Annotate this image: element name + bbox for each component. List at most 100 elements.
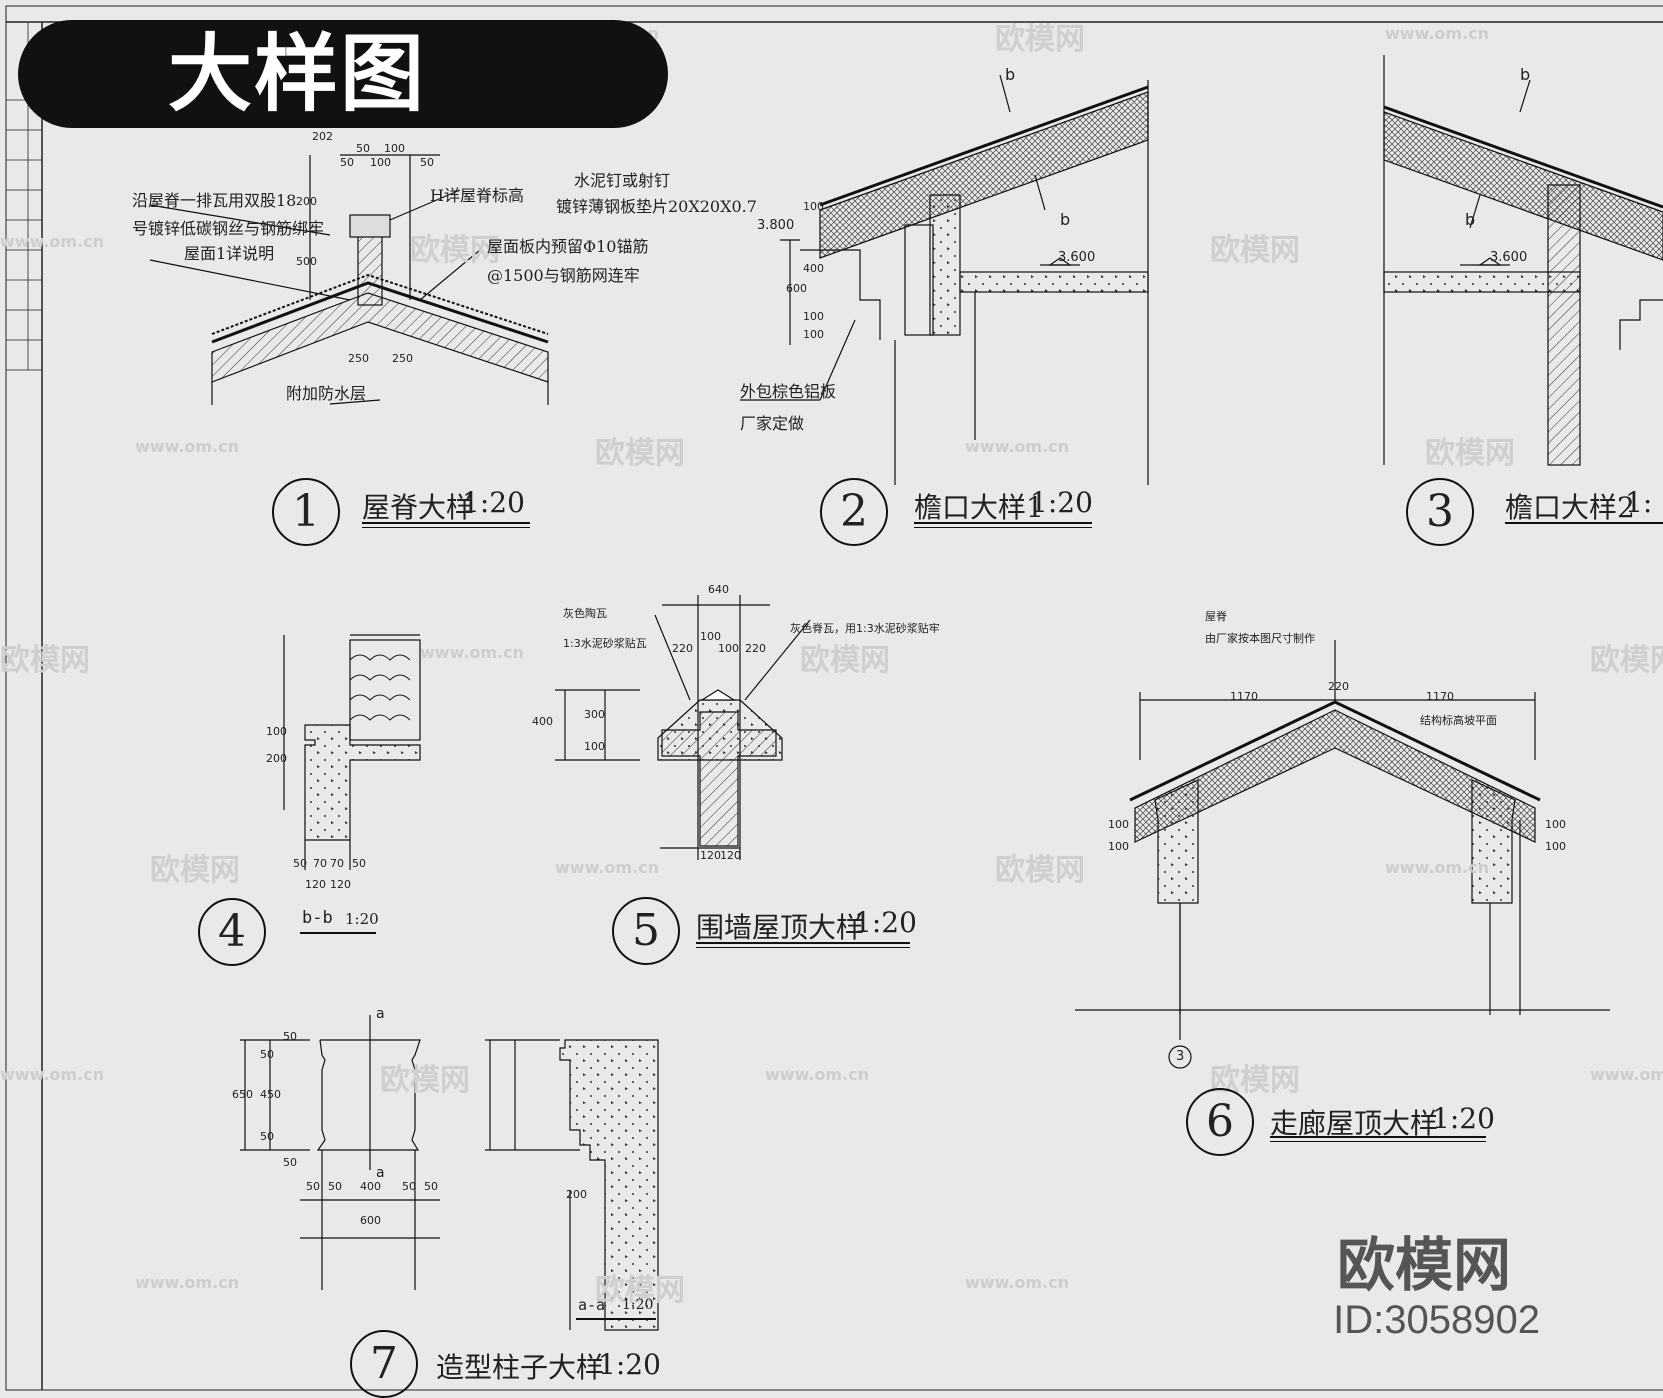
detail-scale-7: 1:20 bbox=[598, 1348, 661, 1381]
section-mark: b bbox=[1465, 210, 1476, 229]
dimension: 200 bbox=[266, 752, 287, 765]
dimension: 600 bbox=[360, 1214, 381, 1227]
dimension: 400 bbox=[360, 1180, 381, 1193]
dimension: 640 bbox=[708, 583, 729, 596]
dimension: 100 bbox=[384, 142, 405, 155]
brand-logo: 欧模网 bbox=[1336, 1231, 1511, 1299]
watermark-url: www.om.cn bbox=[0, 232, 105, 251]
watermark-brand: 欧模网 bbox=[1590, 643, 1663, 678]
detail-title-4: b-b bbox=[302, 908, 333, 928]
note: 号镀锌低碳钢丝与钢筋绑牢 bbox=[132, 219, 325, 238]
detail-scale-5: 1:20 bbox=[854, 906, 917, 939]
dimension: 1170 bbox=[1230, 690, 1258, 703]
note: 由厂家按本图尺寸制作 bbox=[1205, 632, 1315, 645]
watermark-brand: 欧模网 bbox=[1210, 233, 1300, 268]
detail-number-3: 3 bbox=[1406, 478, 1474, 546]
elevation: 3.600 bbox=[1058, 250, 1096, 265]
detail-scale-4: 1:20 bbox=[345, 910, 379, 928]
dimension: 100 bbox=[1545, 840, 1566, 853]
dimension: 120 bbox=[305, 878, 326, 891]
note: 屋脊 bbox=[1205, 610, 1227, 623]
dimension: 70 bbox=[330, 857, 344, 870]
watermark-url: www.om.cn bbox=[135, 437, 240, 456]
dimension: 50 bbox=[283, 1156, 297, 1169]
watermark-url: www.om.cn bbox=[1385, 24, 1490, 43]
dimension: 50 bbox=[260, 1048, 274, 1061]
dimension: 100 bbox=[803, 200, 824, 213]
dimension: 100 bbox=[718, 642, 739, 655]
dimension: 50 bbox=[306, 1180, 320, 1193]
dimension: 220 bbox=[1328, 680, 1349, 693]
note: 厂家定做 bbox=[740, 414, 805, 433]
title-underline bbox=[696, 942, 910, 944]
note: 灰色陶瓦 bbox=[563, 607, 607, 620]
watermark-url: www.om.cn bbox=[0, 1065, 105, 1084]
detail-number-1: 1 bbox=[272, 478, 340, 546]
detail-scale-2: 1:20 bbox=[1030, 486, 1093, 519]
watermark-url: www.om.cn bbox=[555, 858, 660, 877]
dimension: 120 bbox=[330, 878, 351, 891]
detail-number-7: 7 bbox=[350, 1330, 418, 1398]
dimension: 500 bbox=[296, 255, 317, 268]
title-underline bbox=[1270, 1141, 1486, 1142]
dimension: 100 bbox=[803, 328, 824, 341]
dimension: 50 bbox=[352, 857, 366, 870]
title-underline bbox=[696, 947, 910, 948]
watermark-brand: 欧模网 bbox=[800, 643, 890, 678]
dimension: 220 bbox=[745, 642, 766, 655]
note: 灰色脊瓦，用1:3水泥砂浆贴牢 bbox=[790, 622, 940, 635]
dimension: 250 bbox=[348, 352, 369, 365]
note: 结构标高坡平面 bbox=[1420, 714, 1497, 727]
dimension: 50 bbox=[356, 142, 370, 155]
dimension: 70 bbox=[313, 857, 327, 870]
detail-title-aa: a-a bbox=[578, 1296, 606, 1314]
note: 外包棕色铝板 bbox=[740, 382, 837, 401]
dimension: 50 bbox=[260, 1130, 274, 1143]
note: 附加防水层 bbox=[286, 384, 367, 403]
dimension: 100 bbox=[266, 725, 287, 738]
dimension: 50 bbox=[420, 156, 434, 169]
dimension: 50 bbox=[424, 1180, 438, 1193]
title-underline bbox=[362, 522, 530, 524]
dimension: 50 bbox=[328, 1180, 342, 1193]
section-mark: a bbox=[376, 1006, 385, 1022]
title-underline bbox=[576, 1318, 656, 1320]
dimension: 120 bbox=[700, 849, 721, 862]
watermark-brand: 欧模网 bbox=[995, 22, 1085, 57]
watermark-brand: 欧模网 bbox=[995, 853, 1085, 888]
watermark-url: www.om.cn bbox=[965, 437, 1070, 456]
dimension: 100 bbox=[1108, 840, 1129, 853]
note: 屋面板内预留Φ10锚筋 bbox=[487, 237, 649, 256]
detail-scale-6: 1:20 bbox=[1432, 1102, 1495, 1135]
dimension: 100 bbox=[1108, 818, 1129, 831]
dimension: 120 bbox=[720, 849, 741, 862]
note: 镀锌薄钢板垫片20X20X0.7 bbox=[556, 197, 757, 216]
reference-mark: 3 bbox=[1176, 1049, 1185, 1064]
detail-title-5: 围墙屋顶大样 bbox=[696, 911, 865, 944]
note: @1500与钢筋网连牢 bbox=[487, 266, 640, 285]
watermark-brand: 欧模网 bbox=[1425, 436, 1515, 471]
detail-scale-3: 1: bbox=[1625, 486, 1653, 519]
detail-scale-1: 1:20 bbox=[462, 486, 525, 519]
dimension: 100 bbox=[700, 630, 721, 643]
note: 沿屋脊一排瓦用双股18 bbox=[132, 191, 297, 210]
section-mark: b bbox=[1520, 65, 1531, 84]
dimension: 400 bbox=[803, 262, 824, 275]
title-underline bbox=[1270, 1136, 1486, 1138]
dimension: 100 bbox=[1545, 818, 1566, 831]
title-underline bbox=[914, 522, 1092, 524]
detail-title-3: 檐口大样2 bbox=[1505, 491, 1635, 524]
watermark-url: www.om.cn bbox=[135, 1273, 240, 1292]
dimension: 400 bbox=[532, 715, 553, 728]
watermark-brand: 欧模网 bbox=[150, 853, 240, 888]
detail-number-5: 5 bbox=[612, 897, 680, 965]
dimension: 50 bbox=[293, 857, 307, 870]
title-underline bbox=[1505, 522, 1663, 524]
note: 屋面1详说明 bbox=[184, 244, 275, 263]
section-mark: b bbox=[1005, 65, 1016, 84]
watermark-url: www.om.cn bbox=[1590, 1065, 1663, 1084]
dimension: 300 bbox=[584, 708, 605, 721]
dimension: 200 bbox=[566, 1188, 587, 1201]
dimension: 100 bbox=[370, 156, 391, 169]
dimension: 50 bbox=[340, 156, 354, 169]
